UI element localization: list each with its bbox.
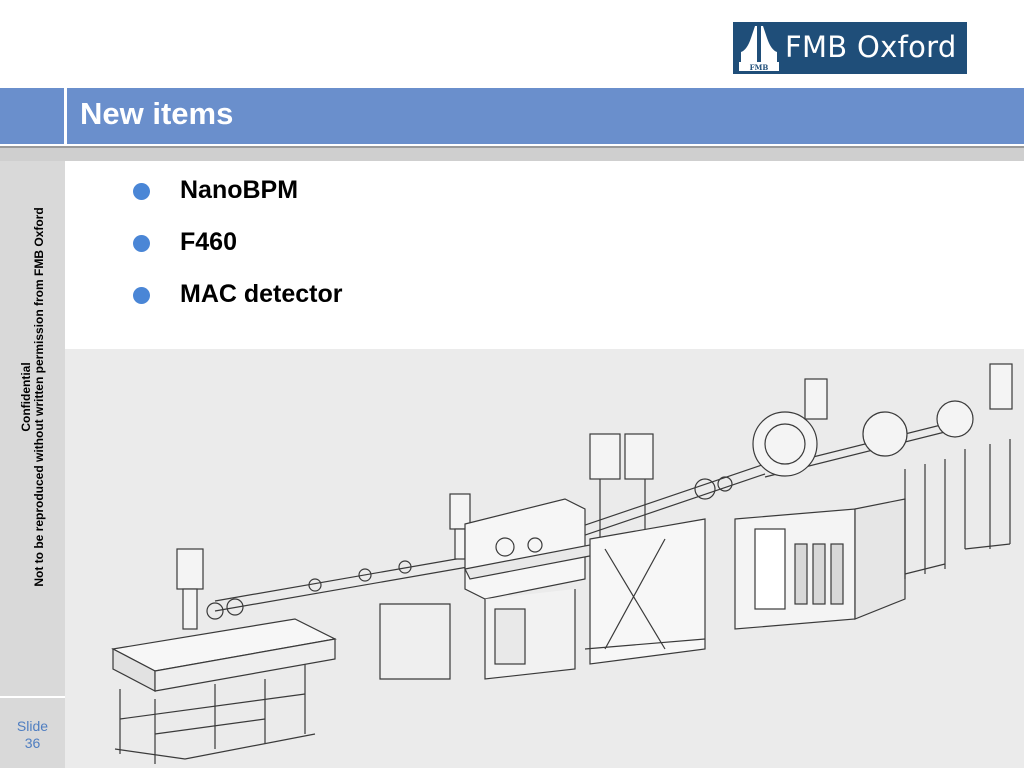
bullet-text: MAC detector bbox=[180, 280, 343, 308]
slide-number: Slide 36 bbox=[0, 718, 65, 752]
logo-brand-text: FMB Oxford bbox=[785, 30, 957, 64]
fmb-oxford-logo: FMB FMB Oxford bbox=[733, 22, 967, 74]
bullet-icon bbox=[133, 287, 150, 304]
bullet-icon bbox=[133, 235, 150, 252]
beamline-drawing-icon bbox=[111, 363, 1013, 764]
confidential-notice: Confidential Not to be reproduced withou… bbox=[19, 207, 46, 587]
header-band bbox=[0, 148, 1024, 161]
header-rule bbox=[0, 146, 1024, 148]
reproduction-notice: Not to be reproduced without written per… bbox=[32, 207, 46, 587]
side-panel-divider bbox=[0, 696, 65, 698]
slide-title: New items bbox=[80, 96, 234, 131]
bullet-text: NanoBPM bbox=[180, 176, 299, 204]
bullet-text: F460 bbox=[180, 228, 237, 256]
title-bar bbox=[0, 88, 1024, 144]
bullet-icon bbox=[133, 183, 150, 200]
fmb-emblem-icon: FMB bbox=[739, 26, 779, 72]
beamline-drawing bbox=[65, 349, 1024, 768]
svg-text:FMB: FMB bbox=[750, 63, 769, 72]
side-panel bbox=[0, 161, 65, 768]
title-bar-divider bbox=[64, 88, 67, 144]
slide-number-value: 36 bbox=[24, 735, 41, 751]
slide-label: Slide bbox=[16, 718, 49, 734]
